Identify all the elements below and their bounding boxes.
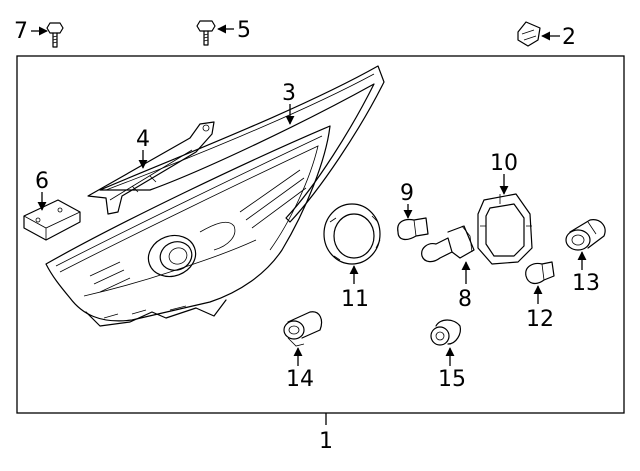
assembly-frame xyxy=(16,55,625,414)
part-4-bracket: 4 xyxy=(87,121,215,215)
callout-5: 5 xyxy=(237,18,251,43)
callout-2: 2 xyxy=(562,25,576,50)
part-11-lamp-cap: 11 xyxy=(323,203,381,312)
part-14-socket: 14 xyxy=(283,311,323,392)
callout-8: 8 xyxy=(458,287,472,312)
part-8-headlamp-bulb: 8 xyxy=(421,225,475,312)
part-5-screw: 5 xyxy=(196,18,251,46)
part-1-assembly-label: 1 xyxy=(319,413,333,454)
callout-7: 7 xyxy=(14,19,28,44)
part-6-cover-plate: 6 xyxy=(23,169,81,241)
part-7-screw: 7 xyxy=(14,19,64,48)
part-9-wedge-bulb: 9 xyxy=(397,181,429,241)
part-15-socket: 15 xyxy=(430,319,466,392)
callout-3: 3 xyxy=(282,81,296,106)
callout-9: 9 xyxy=(400,181,414,206)
callout-4: 4 xyxy=(136,127,150,152)
part-2-clip: 2 xyxy=(517,21,576,50)
part-12-small-bulb: 12 xyxy=(525,261,555,332)
part-13-socket: 13 xyxy=(565,219,606,296)
callout-11: 11 xyxy=(341,287,369,312)
callout-1: 1 xyxy=(319,429,333,454)
callout-13: 13 xyxy=(572,271,600,296)
callout-12: 12 xyxy=(526,307,554,332)
part-3-trim-strip: 3 xyxy=(99,65,385,223)
callout-10: 10 xyxy=(490,151,518,176)
part-10-socket-ring: 10 xyxy=(477,151,533,265)
headlamp-housing xyxy=(45,125,331,327)
callout-15: 15 xyxy=(438,367,466,392)
callout-14: 14 xyxy=(286,367,314,392)
callout-6: 6 xyxy=(35,169,49,194)
